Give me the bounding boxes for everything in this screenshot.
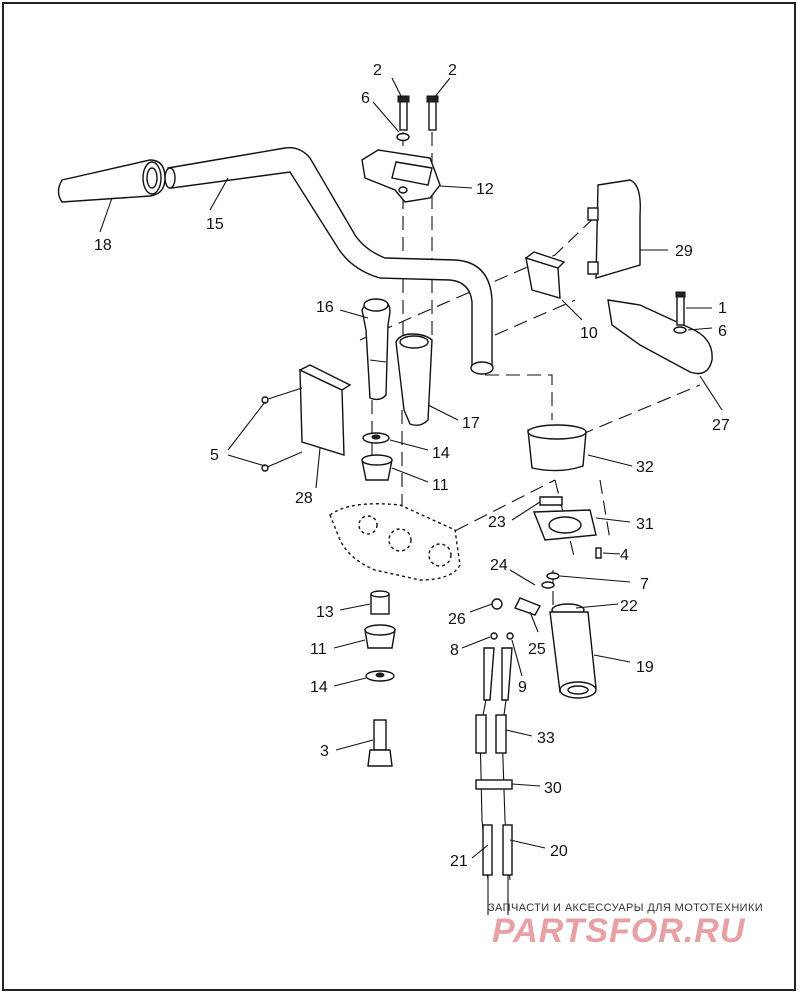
watermark-logo: PARTSFOR.RU — [492, 912, 746, 950]
callout-24: 24 — [490, 557, 508, 574]
callout-20: 20 — [550, 843, 568, 860]
bracket-28 — [261, 364, 352, 472]
top-bolts — [396, 95, 439, 142]
callout-numbers: 2 2 6 12 15 18 16 29 1 6 10 17 27 14 5 3… — [94, 62, 730, 870]
callout-11: 11 — [432, 477, 449, 494]
callout-17: 17 — [462, 415, 480, 432]
riser-16 — [361, 298, 391, 401]
callout-4: 4 — [620, 547, 629, 564]
callout-15: 15 — [206, 216, 224, 233]
bracket-10 — [524, 251, 566, 299]
callout-21: 21 — [450, 853, 468, 870]
watermark-caption: ЗАПЧАСТИ И АКСЕССУАРЫ ДЛЯ МОТОТЕХНИКИ — [488, 902, 764, 914]
spring-assembly — [491, 572, 585, 617]
handlebar — [164, 147, 494, 375]
callout-13: 13 — [316, 604, 334, 621]
callout-leaders — [99, 77, 723, 859]
throttle-cables — [475, 632, 514, 915]
callout-1: 1 — [718, 300, 727, 317]
callout-7: 7 — [640, 576, 649, 593]
callout-6: 6 — [361, 90, 370, 107]
lower-hardware — [364, 590, 396, 767]
triple-clamp — [329, 503, 461, 581]
callout-5: 5 — [210, 447, 219, 464]
callout-2: 2 — [373, 62, 382, 79]
upper-clamp — [361, 149, 441, 203]
callout-29: 29 — [675, 243, 693, 260]
callout-14: 14 — [310, 679, 328, 696]
callout-31: 31 — [636, 516, 654, 533]
riser-17 — [395, 333, 433, 427]
callout-16: 16 — [316, 299, 334, 316]
upper-bushings — [361, 432, 393, 481]
callout-27: 27 — [712, 417, 730, 434]
left-grip — [57, 159, 166, 203]
callout-26: 26 — [448, 611, 466, 628]
throttle-grip — [549, 611, 597, 699]
throttle-housing — [527, 424, 602, 559]
callout-9: 9 — [518, 679, 527, 696]
callout-2: 2 — [448, 62, 457, 79]
callout-32: 32 — [636, 459, 654, 476]
callout-3: 3 — [320, 743, 329, 760]
switch-housing-27 — [607, 291, 713, 375]
callout-33: 33 — [537, 730, 555, 747]
callout-23: 23 — [488, 514, 506, 531]
callout-11: 11 — [310, 641, 327, 658]
callout-12: 12 — [476, 181, 494, 198]
callout-22: 22 — [620, 598, 638, 615]
callout-8: 8 — [450, 642, 459, 659]
callout-30: 30 — [544, 780, 562, 797]
callout-25: 25 — [528, 641, 546, 658]
callout-28: 28 — [295, 490, 313, 507]
callout-19: 19 — [636, 659, 654, 676]
callout-18: 18 — [94, 237, 112, 254]
callout-14: 14 — [432, 445, 450, 462]
cover-29 — [587, 179, 641, 279]
callout-6: 6 — [718, 323, 727, 340]
callout-10: 10 — [580, 325, 598, 342]
